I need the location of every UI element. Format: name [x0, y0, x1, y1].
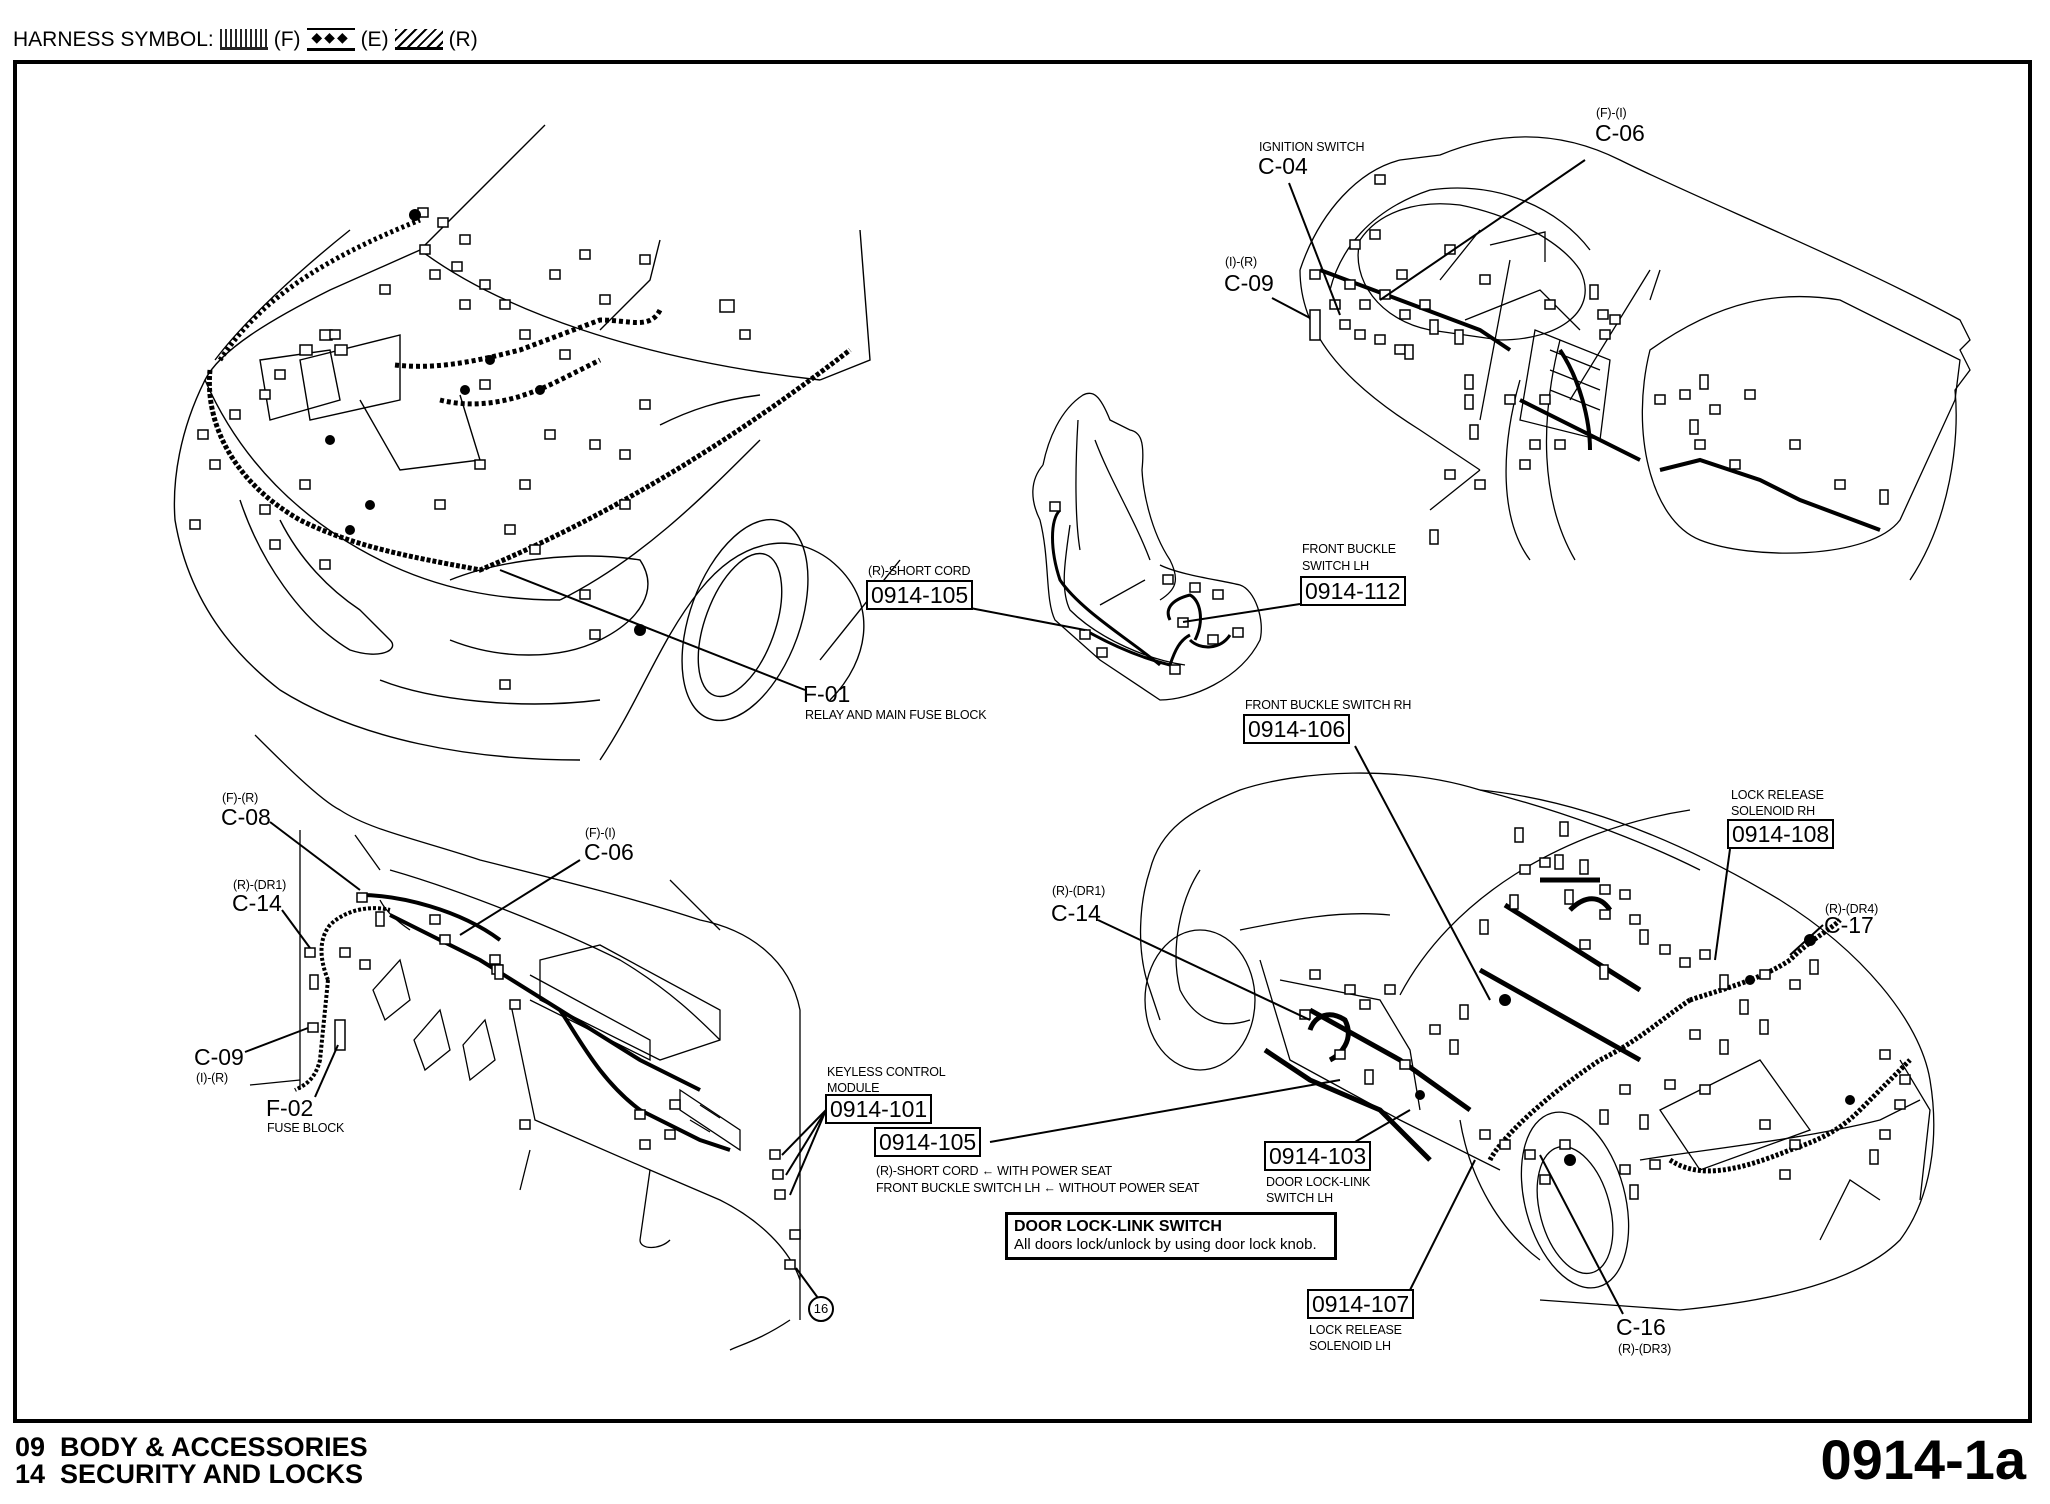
- legend-label-f: (F): [273, 28, 301, 51]
- ref-0914-103[interactable]: 0914-103: [1264, 1141, 1372, 1171]
- section-group: 09 BODY & ACCESSORIES: [15, 1432, 368, 1462]
- c09-ll-code: C-09: [194, 1044, 244, 1070]
- cabin-leaders: [244, 821, 827, 1299]
- legend-title: HARNESS SYMBOL:: [13, 28, 214, 51]
- body-black-connectors: [1415, 934, 1855, 1166]
- lock-release-rh-label-1: LOCK RELEASE: [1731, 788, 1824, 802]
- c17-code: C-17: [1824, 912, 1874, 938]
- f01-name: RELAY AND MAIN FUSE BLOCK: [805, 708, 987, 722]
- c16-route: (R)-(DR3): [1618, 1342, 1672, 1356]
- hatched-harness-icon: [394, 29, 443, 50]
- c09-ll-route: (I)-(R): [196, 1071, 228, 1085]
- ref-0914-112[interactable]: 0914-112: [1300, 576, 1406, 606]
- body-leaders: [989, 745, 1824, 1315]
- seat-illustration: [1032, 392, 1262, 701]
- c14-ll-code: C-14: [232, 890, 282, 916]
- c08-code: C-08: [221, 804, 271, 830]
- body-illustration: [1139, 772, 1935, 1311]
- note-title: DOOR LOCK-LINK SWITCH: [1014, 1218, 1222, 1235]
- c04-name: IGNITION SWITCH: [1259, 140, 1365, 154]
- c06-route: (F)-(I): [1596, 106, 1627, 120]
- keyless-label-1: KEYLESS CONTROL: [827, 1065, 946, 1079]
- page-number: 0914-1a: [1820, 1428, 2026, 1491]
- c06-ll-code: C-06: [584, 839, 634, 865]
- body-harness: [1263, 877, 1912, 1174]
- body-connectors: [1299, 821, 1911, 1200]
- short-cord-label: (R)-SHORT CORD: [868, 564, 971, 578]
- note-text: All doors lock/unlock by using door lock…: [1014, 1236, 1317, 1253]
- f02-code: F-02: [266, 1095, 314, 1121]
- c14-ll-route: (R)-(DR1): [233, 878, 287, 892]
- harness-symbol-legend: HARNESS SYMBOL: (F) ◆◆◆ (E) (R): [13, 28, 478, 51]
- c04-code: C-04: [1258, 153, 1308, 179]
- ref-0914-105-body[interactable]: 0914-105: [874, 1127, 982, 1157]
- engine-bay-illustration: [173, 124, 901, 761]
- door-lock-link-lh-label-1: DOOR LOCK-LINK: [1266, 1175, 1371, 1189]
- section-name: 14 SECURITY AND LOCKS: [15, 1459, 364, 1489]
- ground-point-16-icon: 16: [808, 1296, 834, 1322]
- c08-route: (F)-(R): [222, 791, 259, 805]
- ref-0914-105-seat[interactable]: 0914-105: [866, 580, 974, 610]
- legend-label-e: (E): [360, 28, 389, 51]
- c17-route: (R)-(DR4): [1825, 902, 1879, 916]
- c14-route: (R)-(DR1): [1052, 884, 1106, 898]
- f01-code: F-01: [803, 681, 851, 707]
- seat-leaders: [969, 603, 1301, 631]
- door-lock-link-note: DOOR LOCK-LINK SWITCH All doors lock/unl…: [1005, 1212, 1337, 1260]
- ref-0914-108[interactable]: 0914-108: [1727, 819, 1835, 849]
- c06-ll-route: (F)-(I): [585, 826, 616, 840]
- buckle-lh-label-1: FRONT BUCKLE: [1302, 542, 1396, 556]
- dashboard-connectors: [1309, 174, 1889, 545]
- f02-name: FUSE BLOCK: [267, 1121, 345, 1135]
- ref-0914-101[interactable]: 0914-101: [825, 1094, 933, 1124]
- cabin-connectors: [304, 892, 801, 1270]
- ref105-note-line2: FRONT BUCKLE SWITCH LH ← WITHOUT POWER S…: [876, 1181, 1200, 1195]
- ref-0914-106[interactable]: 0914-106: [1243, 714, 1351, 744]
- buckle-lh-label-2: SWITCH LH: [1302, 559, 1369, 573]
- dotted-harness-icon: [219, 29, 268, 50]
- legend-label-r: (R): [448, 28, 478, 51]
- diamond-harness-icon: ◆◆◆: [306, 28, 355, 51]
- buckle-rh-label: FRONT BUCKLE SWITCH RH: [1245, 698, 1412, 712]
- keyless-label-2: MODULE: [827, 1081, 880, 1095]
- door-lock-link-lh-label-2: SWITCH LH: [1266, 1191, 1333, 1205]
- dashboard-leaders: [1271, 159, 1586, 319]
- f01-leader: [499, 569, 806, 691]
- c06-code: C-06: [1595, 120, 1645, 146]
- engine-black-connectors: [325, 209, 646, 636]
- diagram-frame: [13, 60, 2032, 1423]
- c14-code: C-14: [1051, 900, 1101, 926]
- dashboard-harness: [1319, 268, 1881, 532]
- lock-release-rh-label-2: SOLENOID RH: [1731, 804, 1815, 818]
- lock-release-lh-label-2: SOLENOID LH: [1309, 1339, 1391, 1353]
- ref105-note-line1: (R)-SHORT CORD ← WITH POWER SEAT: [876, 1164, 1112, 1178]
- engine-connectors: [189, 207, 751, 690]
- cabin-harness: [294, 893, 731, 1152]
- c09-code: C-09: [1224, 270, 1274, 296]
- seat-connectors: [1049, 501, 1244, 675]
- lock-release-lh-label-1: LOCK RELEASE: [1309, 1323, 1402, 1337]
- dashboard-illustration: [1299, 136, 1971, 581]
- cabin-illustration: [249, 734, 801, 1351]
- engine-harness-main: [206, 217, 852, 573]
- c16-code: C-16: [1616, 1314, 1666, 1340]
- c09-route: (I)-(R): [1225, 255, 1257, 269]
- ref-0914-107[interactable]: 0914-107: [1307, 1289, 1415, 1319]
